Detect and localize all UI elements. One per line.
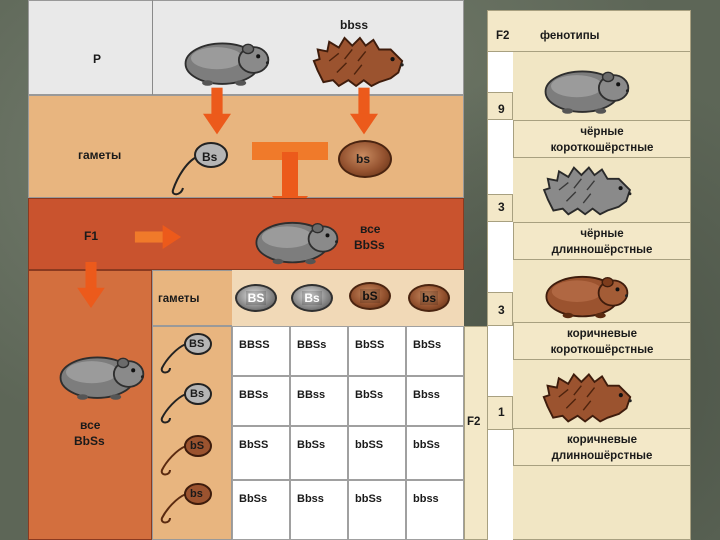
gamete-label: BS: [189, 338, 205, 350]
f1-result-line1: все: [360, 222, 381, 236]
punnett-cell: BbSs: [406, 326, 464, 376]
gamete-label: bs: [356, 152, 371, 166]
sperm-icon: [160, 333, 212, 374]
f2-gametes-label: гаметы: [158, 293, 200, 305]
punnett-cell: BBss: [290, 376, 348, 426]
punnett-cell: BbSS: [232, 426, 290, 480]
punnett-cell: BBSS: [232, 326, 290, 376]
punnett-cell: bbSS: [348, 426, 406, 480]
gamete-label: bs: [419, 291, 438, 305]
phenotype-label: коричневые длинношёрстные: [513, 428, 691, 466]
guinea-pig-gray-icon: [180, 32, 272, 88]
guinea-pig-gray-icon: [250, 212, 342, 266]
phenotype-count: 3: [498, 200, 505, 214]
egg-icon: BS: [235, 284, 277, 312]
row-label-p: P: [93, 52, 102, 66]
gamete-label: bS: [190, 440, 205, 452]
phenotype-label: чёрные длинношёрстные: [513, 222, 691, 260]
egg-icon: bS: [349, 282, 391, 310]
guinea-pig-gray-icon: [55, 346, 147, 402]
row-gametes: [28, 95, 464, 198]
egg-icon: bs: [408, 284, 450, 312]
f1-result-line2: BbSs: [354, 238, 385, 252]
phenotype-header: [487, 10, 691, 52]
egg-icon: Bs: [291, 284, 333, 312]
guinea-pig-gray-icon: [540, 162, 634, 218]
punnett-cell: bbss: [406, 480, 464, 540]
punnett-cell: Bbss: [406, 376, 464, 426]
sperm-icon: [171, 142, 228, 196]
punnett-cell: BBSs: [290, 326, 348, 376]
sperm-icon: [160, 483, 212, 524]
egg-icon: [338, 140, 392, 178]
phenotype-count: 1: [498, 405, 505, 419]
phenotype-header-title: фенотипы: [540, 30, 600, 42]
arrow-down-icon: [203, 87, 231, 135]
punnett-cell: BbSs: [348, 376, 406, 426]
phenotype-label: коричневые короткошёрстные: [513, 322, 691, 360]
punnett-cell: bbSs: [406, 426, 464, 480]
sperm-icon: [160, 435, 212, 476]
f2-tab: [464, 326, 488, 540]
parent2-genotype: bbss: [340, 18, 369, 32]
gamete-label: Bs: [202, 150, 218, 164]
f2-side-line1: все: [80, 418, 101, 432]
punnett-cell: BbSS: [348, 326, 406, 376]
row-f1: [28, 198, 464, 270]
gamete-label: BS: [245, 291, 267, 305]
punnett-cell: BbSs: [290, 426, 348, 480]
f2-side-line2: BbSs: [74, 434, 105, 448]
arrow-down-icon: [77, 262, 105, 308]
punnett-cell: bbSs: [348, 480, 406, 540]
gamete-label: Bs: [302, 291, 322, 305]
phenotype-label: чёрные короткошёрстные: [513, 120, 691, 158]
phenotype-count: 9: [498, 102, 505, 116]
sperm-icon: [160, 383, 212, 424]
guinea-pig-brown-icon: [310, 32, 406, 90]
phenotype-count: 3: [498, 303, 505, 317]
guinea-pig-gray-icon: [540, 60, 632, 116]
punnett-cell: BbSs: [232, 480, 290, 540]
gamete-label: bS: [360, 289, 380, 303]
phenotype-header-gen: F2: [496, 30, 510, 42]
arrow-down-icon: [350, 87, 378, 135]
guinea-pig-brown-icon: [540, 368, 634, 426]
arrow-right-icon: [134, 225, 182, 249]
row-label-gametes: гаметы: [78, 148, 122, 162]
punnett-cell: BBSs: [232, 376, 290, 426]
row-label-f1: F1: [84, 229, 99, 243]
guinea-pig-brown-icon: [540, 266, 632, 320]
punnett-cell: Bbss: [290, 480, 348, 540]
f2-tab-label: F2: [467, 416, 481, 428]
gamete-label: Bs: [190, 388, 205, 400]
f2-side-column: [28, 270, 152, 540]
gamete-label: bs: [190, 488, 203, 500]
